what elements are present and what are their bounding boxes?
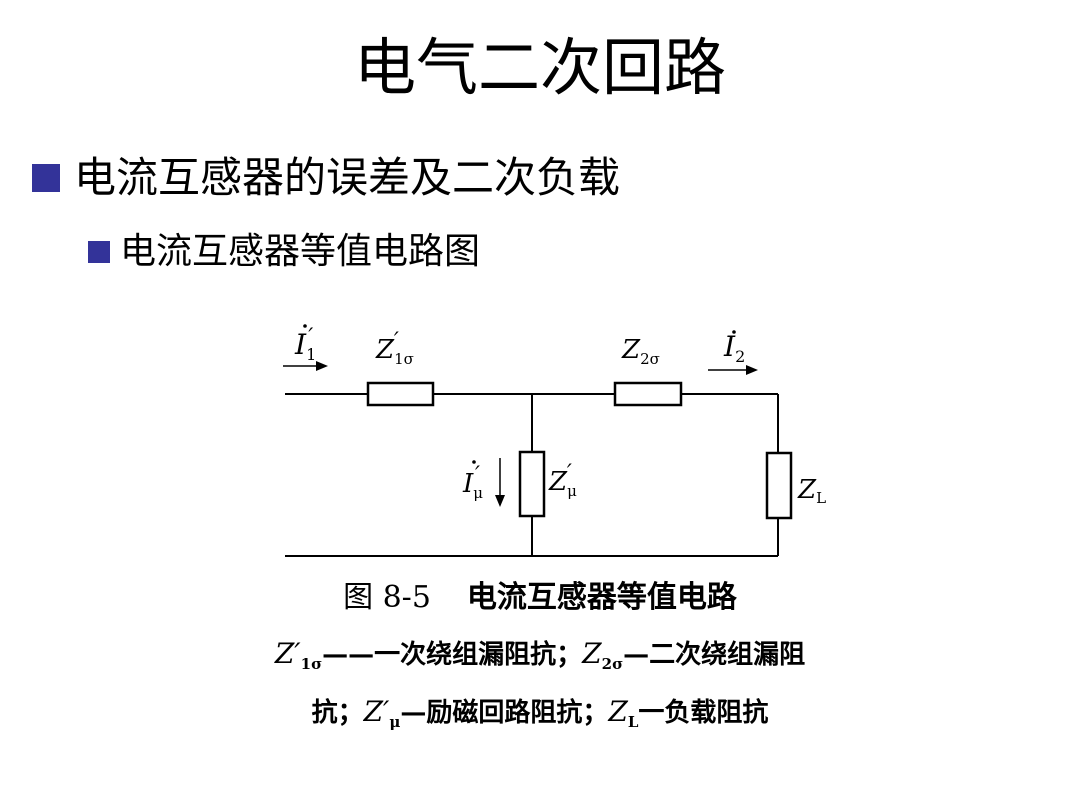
label-z2: Z2σ — [621, 335, 660, 368]
bullet-level1: 电流互感器的误差及二次负载 — [32, 150, 620, 206]
legend-zmu-symbol: Z′ — [363, 695, 390, 728]
dot-i2 — [732, 330, 736, 334]
arrow-i1-head — [316, 361, 328, 371]
figure-caption-text: 电流互感器等值电路 — [466, 580, 737, 615]
label-imu: Iμ′ — [462, 463, 483, 502]
bullet-level2-text: 电流互感器等值电路图 — [120, 231, 481, 272]
label-z1: Z1σ′ — [375, 329, 414, 368]
slide-title: 电气二次回路 — [353, 31, 726, 104]
legend-z1-text: ——一次绕组漏阻抗； — [322, 640, 583, 670]
legend-zl-sub: L — [627, 713, 639, 732]
legend-z2-text: —二次绕组漏阻 — [623, 640, 806, 670]
impedance-zmu-box — [518, 450, 546, 518]
impedance-z1-box — [366, 381, 435, 407]
bullet-level1-text: 电流互感器的误差及二次负载 — [74, 153, 621, 202]
arrow-imu-head — [495, 495, 505, 507]
legend-zl-text: 一负载阻抗 — [638, 698, 769, 728]
legend-line-1: Z′1σ——一次绕组漏阻抗；Z2σ—二次绕组漏阻 — [0, 636, 1080, 682]
impedance-zl-box — [765, 451, 793, 520]
dot-i1 — [303, 324, 307, 328]
label-zl: ZL — [797, 475, 826, 507]
label-zmu: Zμ′ — [548, 461, 577, 500]
impedance-z2-box — [613, 381, 683, 407]
legend-z2-sub: 2σ — [601, 655, 624, 674]
legend-z2-symbol: Z — [582, 637, 602, 670]
figure-caption: 图 8-5 电流互感器等值电路 — [0, 578, 1080, 618]
legend-line-2: 抗；Z′μ—励磁回路阻抗；ZL一负载阻抗 — [0, 694, 1080, 740]
legend-zmu-sub: μ — [389, 713, 401, 732]
bullet-square-icon — [32, 164, 60, 192]
label-i2: I2 — [723, 330, 745, 366]
bullet-level2: 电流互感器等值电路图 — [88, 228, 480, 276]
legend-zmu-text: —励磁回路阻抗； — [400, 698, 609, 728]
legend-z1-symbol: Z′ — [274, 637, 301, 670]
arrow-i2-head — [746, 365, 758, 375]
label-i1: I1′ — [294, 325, 316, 364]
legend-zl-symbol: Z — [608, 695, 628, 728]
dot-imu — [472, 460, 476, 464]
legend-z1-sub: 1σ — [300, 655, 323, 674]
legend-line2-prefix: 抗； — [311, 698, 364, 728]
figure-number: 图 8-5 — [343, 580, 431, 615]
bullet-square-icon — [88, 241, 110, 263]
